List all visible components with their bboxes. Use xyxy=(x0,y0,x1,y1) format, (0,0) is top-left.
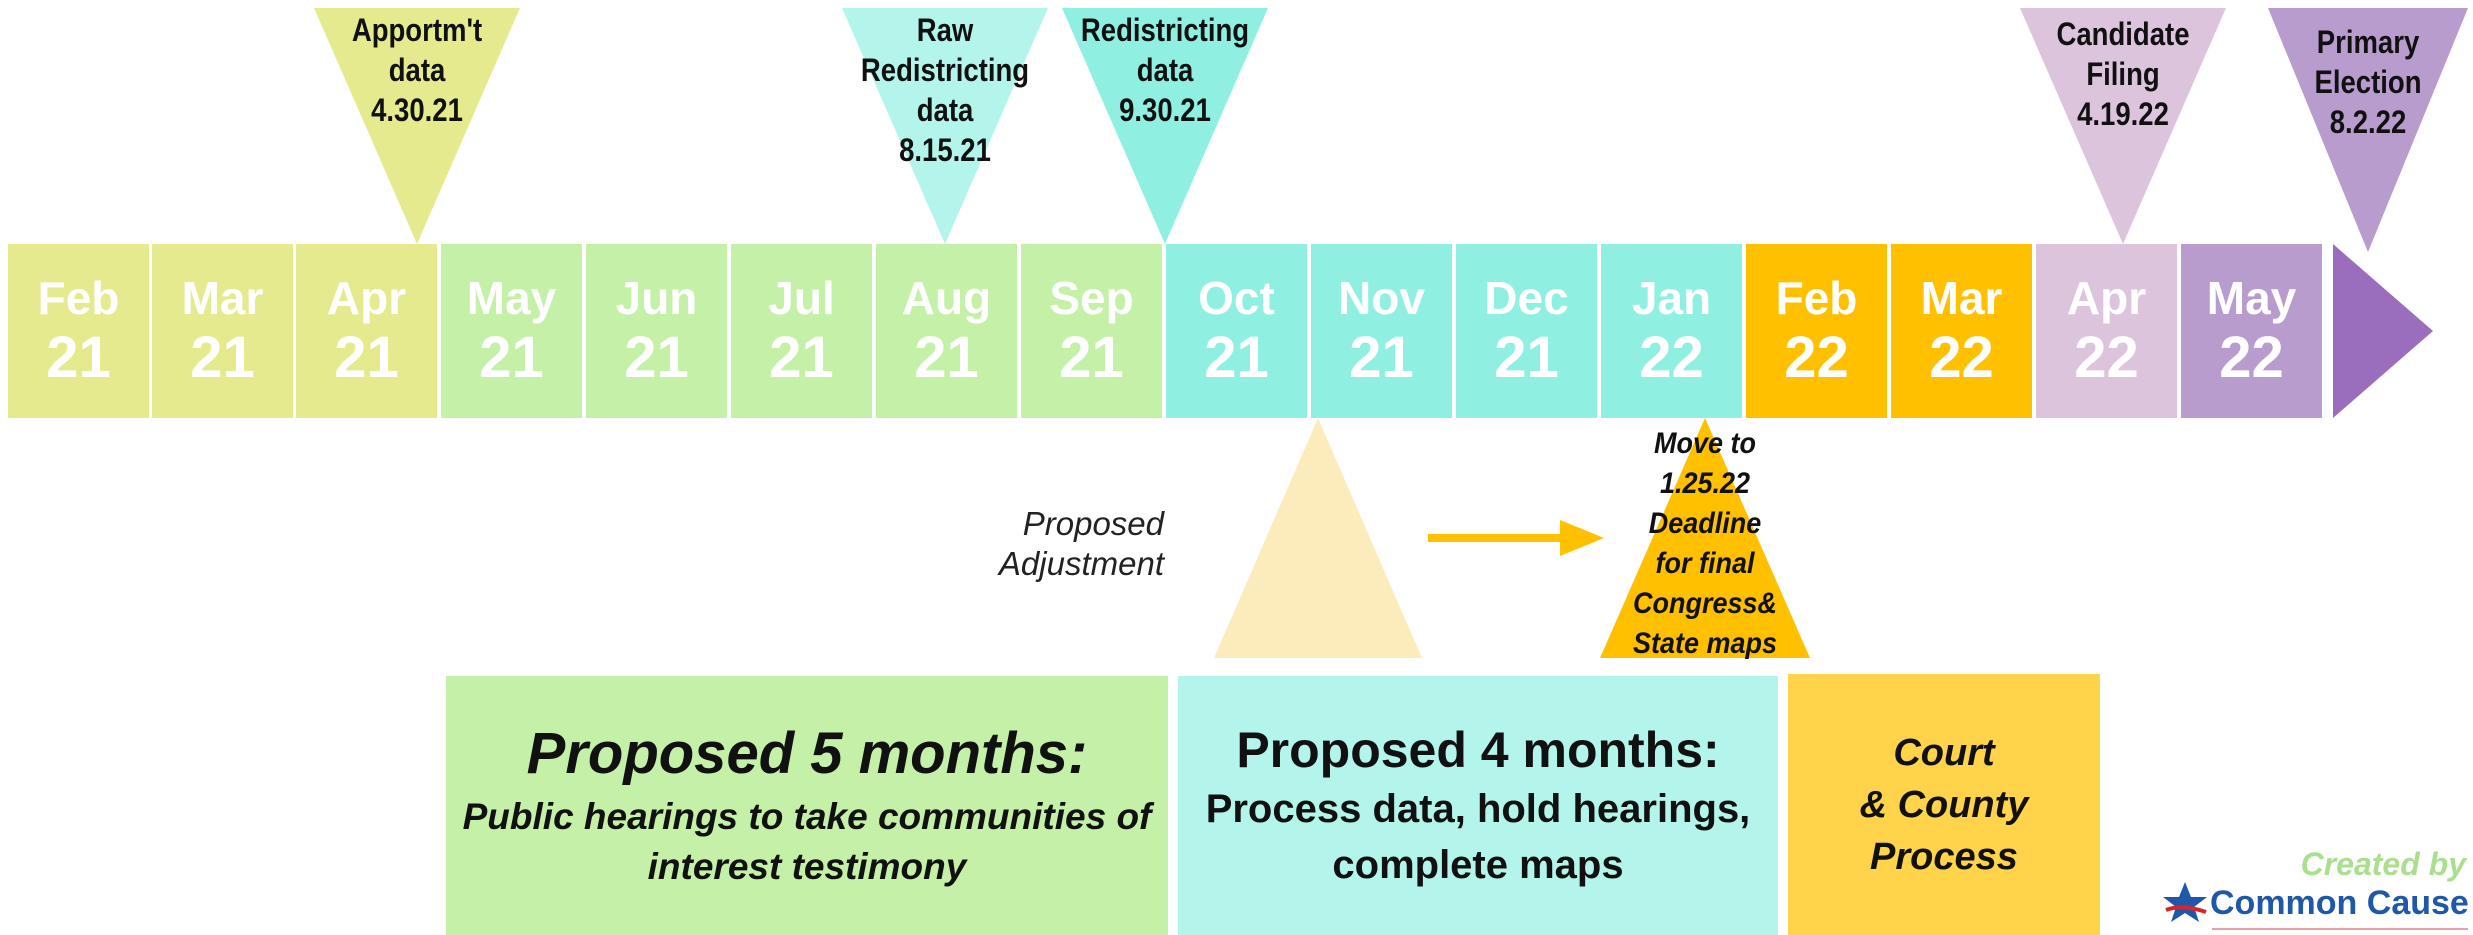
month-label: Mar xyxy=(1920,272,2003,324)
year-label: 22 xyxy=(2074,325,2139,390)
month-mar-22: Mar 22 xyxy=(1891,244,2032,418)
four-months-body-line2: complete maps xyxy=(1332,842,1624,887)
month-feb-21: Feb 21 xyxy=(8,244,149,418)
month-jun-21: Jun 21 xyxy=(586,244,727,418)
month-label: May xyxy=(2206,272,2297,324)
year-label: 21 xyxy=(190,325,255,390)
month-label: Jul xyxy=(768,272,835,324)
month-label: Dec xyxy=(1484,272,1569,324)
five-months-panel: Proposed 5 months: Public hearings to ta… xyxy=(446,676,1168,935)
year-label: 21 xyxy=(479,325,544,390)
five-months-title: Proposed 5 months: xyxy=(526,720,1088,786)
month-apr-22: Apr 22 xyxy=(2036,244,2177,418)
created-by-label: Created by xyxy=(2300,846,2466,882)
month-label: Oct xyxy=(1198,272,1275,324)
timeline-arrow-head xyxy=(2333,244,2433,418)
month-may-22: May 22 xyxy=(2181,244,2322,418)
year-label: 22 xyxy=(1639,325,1704,390)
year-label: 21 xyxy=(46,325,111,390)
common-cause-logo-text: Common Cause xyxy=(2210,884,2469,922)
court-county-panel: Court & County Process xyxy=(1788,674,2100,935)
month-feb-22: Feb 22 xyxy=(1746,244,1887,418)
month-jul-21: Jul 21 xyxy=(731,244,872,418)
month-label: Feb xyxy=(37,272,120,324)
apportionment-marker-label: Apportm't data 4.30.21 xyxy=(351,12,483,128)
month-apr-21: Apr 21 xyxy=(296,244,437,418)
month-label: Jun xyxy=(615,272,698,324)
candidate-filing-marker-label: Candidate Filing 4.19.22 xyxy=(2056,16,2190,132)
month-label: May xyxy=(466,272,557,324)
primary-election-marker-triangle xyxy=(2268,8,2468,252)
month-nov-21: Nov 21 xyxy=(1311,244,1452,418)
deadline-label: Move to 1.25.22 Deadline for final Congr… xyxy=(1632,427,1778,660)
five-months-body-line1: Public hearings to take communities of xyxy=(462,795,1152,837)
month-label: Apr xyxy=(326,272,407,324)
year-label: 21 xyxy=(1059,325,1124,390)
month-sep-21: Sep 21 xyxy=(1021,244,1162,418)
month-label: Aug xyxy=(901,272,992,324)
month-jan-22: Jan 22 xyxy=(1601,244,1742,418)
apportionment-marker-triangle xyxy=(314,8,520,244)
year-label: 22 xyxy=(1784,325,1849,390)
four-months-panel: Proposed 4 months: Process data, hold he… xyxy=(1178,676,1778,935)
raw-redistricting-marker-label: Raw Redistricting data 8.15.21 xyxy=(860,12,1030,168)
month-may-21: May 21 xyxy=(441,244,582,418)
five-months-body-line2: interest testimony xyxy=(647,845,967,887)
month-label: Mar xyxy=(181,272,264,324)
candidate-filing-marker-triangle xyxy=(2020,8,2226,244)
year-label: 21 xyxy=(1494,325,1559,390)
proposed-adjustment-label: Proposed Adjustment xyxy=(998,505,1164,582)
year-label: 21 xyxy=(1204,325,1269,390)
four-months-title: Proposed 4 months: xyxy=(1236,721,1720,778)
month-dec-21: Dec 21 xyxy=(1456,244,1597,418)
year-label: 21 xyxy=(914,325,979,390)
month-label: Nov xyxy=(1338,272,1425,324)
court-line1: Court xyxy=(1893,731,1995,774)
star-icon xyxy=(2163,882,2207,922)
four-months-body-line1: Process data, hold hearings, xyxy=(1205,786,1751,831)
adjustment-triangle xyxy=(1214,418,1422,658)
year-label: 21 xyxy=(334,325,399,390)
adjustment-arrow xyxy=(1428,520,1604,556)
month-label: Jan xyxy=(1631,272,1712,324)
year-label: 21 xyxy=(769,325,834,390)
month-label: Apr xyxy=(2066,272,2147,324)
redistricting-marker-triangle xyxy=(1062,8,1268,244)
court-line2: & County xyxy=(1859,783,2029,826)
redistricting-marker-label: Redistricting data 9.30.21 xyxy=(1080,12,1250,128)
year-label: 21 xyxy=(1349,325,1414,390)
month-label: Sep xyxy=(1049,272,1134,324)
deadline-triangle xyxy=(1600,418,1810,658)
year-label: 21 xyxy=(624,325,689,390)
court-line3: Process xyxy=(1870,835,2018,878)
month-label: Feb xyxy=(1775,272,1858,324)
raw-redistricting-marker-triangle xyxy=(842,8,1048,244)
primary-election-marker-label: Primary Election 8.2.22 xyxy=(2314,24,2422,140)
year-label: 22 xyxy=(2219,325,2284,390)
year-label: 22 xyxy=(1929,325,1994,390)
logo-underline xyxy=(2212,928,2468,930)
month-oct-21: Oct 21 xyxy=(1166,244,1307,418)
month-aug-21: Aug 21 xyxy=(876,244,1017,418)
month-mar-21: Mar 21 xyxy=(152,244,293,418)
